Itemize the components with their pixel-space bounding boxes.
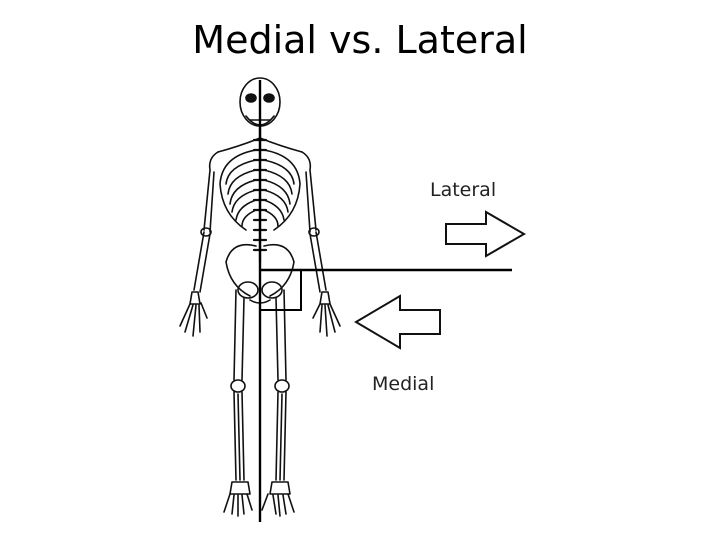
left-leg: [230, 289, 246, 481]
slide-title: Medial vs. Lateral: [192, 18, 528, 62]
right-hand: [312, 291, 341, 337]
left-foot: [223, 481, 253, 517]
right-leg: [274, 289, 290, 481]
lateral-arrow-icon: [445, 210, 526, 258]
medial-arrow-icon: [354, 294, 441, 350]
left-arm: [193, 151, 219, 293]
left-hand: [179, 291, 208, 337]
rib-cage: [219, 149, 301, 231]
right-foot: [261, 481, 295, 517]
highlight-box: [259, 269, 302, 311]
clavicles: [217, 137, 303, 153]
pelvis: [225, 243, 295, 304]
medial-label: Medial: [372, 373, 434, 395]
right-arm: [301, 151, 327, 293]
lateral-label: Lateral: [430, 179, 496, 201]
